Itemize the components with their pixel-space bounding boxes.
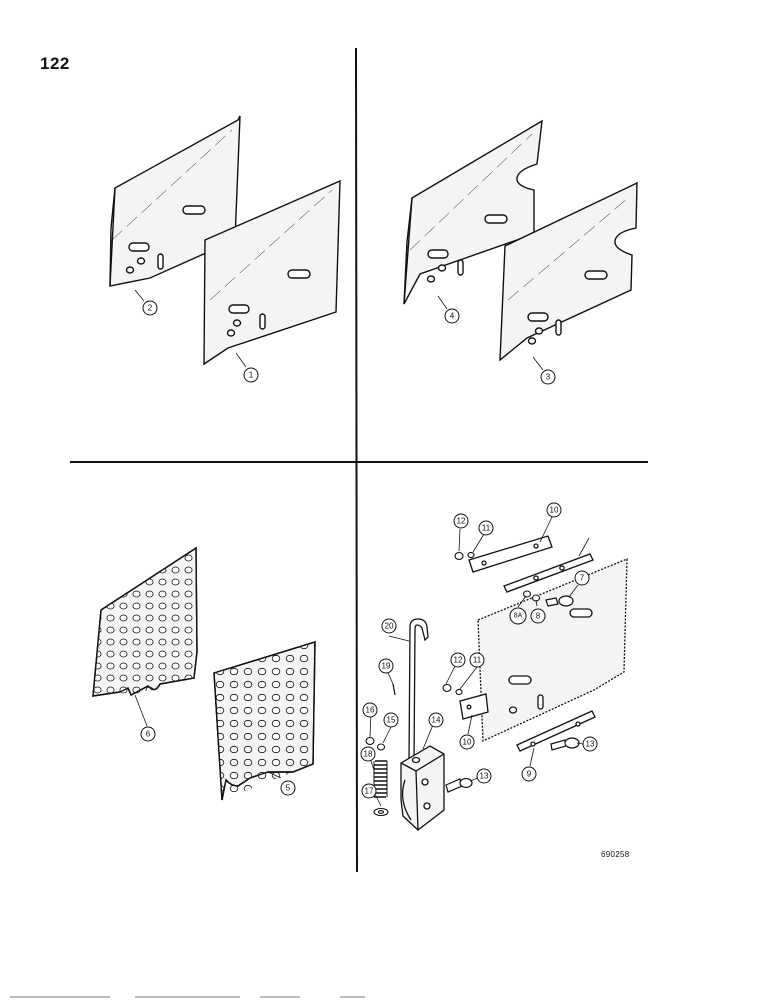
bolt-part-13-lower <box>445 777 473 793</box>
bracket-part-14 <box>400 745 445 831</box>
svg-text:11: 11 <box>482 524 491 533</box>
callout-19: 19 <box>378 658 394 674</box>
plate-part-1 <box>203 179 341 366</box>
svg-text:15: 15 <box>387 716 396 725</box>
callout-8a: 8A <box>509 607 527 625</box>
svg-text:10: 10 <box>463 738 472 747</box>
callout-8: 8 <box>530 608 546 624</box>
callout-13-lower: 13 <box>476 768 492 784</box>
svg-text:7: 7 <box>580 574 585 583</box>
svg-text:13: 13 <box>480 772 489 781</box>
strip-part-8-top <box>503 553 594 593</box>
callout-1: 1 <box>243 367 259 383</box>
divider-vertical <box>355 47 358 873</box>
svg-text:14: 14 <box>432 716 441 725</box>
callout-16: 16 <box>362 702 378 718</box>
svg-text:2: 2 <box>148 304 153 313</box>
washer-part-8a <box>522 590 532 598</box>
callouts: 1 2 3 4 5 6 7 8 8A 9 10 10 11 11 12 12 1… <box>140 300 598 799</box>
svg-text:8: 8 <box>536 612 541 621</box>
callout-3: 3 <box>540 369 556 385</box>
svg-text:8A: 8A <box>514 613 523 620</box>
svg-text:20: 20 <box>385 622 394 631</box>
callout-5: 5 <box>280 780 296 796</box>
strip-part-10-mid <box>459 693 489 720</box>
bolt-part-13-upper <box>550 737 580 751</box>
svg-text:6: 6 <box>146 730 151 739</box>
callout-15: 15 <box>383 712 399 728</box>
pin-part-20 <box>408 618 429 763</box>
svg-text:12: 12 <box>457 517 466 526</box>
callout-4: 4 <box>444 308 460 324</box>
callout-18: 18 <box>360 746 376 762</box>
screen-part-5 <box>213 641 316 801</box>
washer-part-11 <box>455 551 475 696</box>
svg-text:1: 1 <box>249 371 254 380</box>
svg-text:4: 4 <box>450 312 455 321</box>
callout-14: 14 <box>428 712 444 728</box>
callout-13-upper: 13 <box>582 736 598 752</box>
plate-part-3 <box>499 181 638 362</box>
svg-text:19: 19 <box>382 662 391 671</box>
callout-12-mid: 12 <box>450 652 466 668</box>
screen-part-6 <box>92 546 198 697</box>
svg-text:13: 13 <box>586 740 595 749</box>
svg-text:11: 11 <box>473 656 482 665</box>
washer-part-15 <box>376 743 386 751</box>
callout-11-mid: 11 <box>469 652 485 668</box>
callout-12-top: 12 <box>453 513 469 529</box>
svg-text:16: 16 <box>366 706 375 715</box>
callout-9: 9 <box>521 766 537 782</box>
plate-assembly <box>477 558 628 742</box>
callout-20: 20 <box>381 618 397 634</box>
callout-10-top: 10 <box>546 502 562 518</box>
washer-part-17 <box>373 807 389 817</box>
svg-text:12: 12 <box>454 656 463 665</box>
nut-part-16 <box>365 736 375 746</box>
nut-part-12 <box>442 551 464 693</box>
svg-text:18: 18 <box>364 750 373 759</box>
callout-10-mid: 10 <box>459 734 475 750</box>
callout-17: 17 <box>361 783 377 799</box>
svg-text:3: 3 <box>546 373 551 382</box>
pin-part-19 <box>392 683 396 696</box>
svg-text:17: 17 <box>365 787 374 796</box>
plate-part-4 <box>403 119 543 305</box>
callout-7: 7 <box>574 570 590 586</box>
callout-2: 2 <box>142 300 158 316</box>
strip-part-9-bottom <box>516 710 596 752</box>
svg-text:5: 5 <box>286 784 291 793</box>
page-number: 122 <box>40 54 70 73</box>
figure-code: 690258 <box>601 850 630 859</box>
strip-part-10-top <box>468 535 553 573</box>
callout-11-top: 11 <box>478 520 494 536</box>
svg-text:10: 10 <box>550 506 559 515</box>
callout-6: 6 <box>140 726 156 742</box>
bolt-part-7 <box>545 595 574 607</box>
svg-text:9: 9 <box>527 770 532 779</box>
